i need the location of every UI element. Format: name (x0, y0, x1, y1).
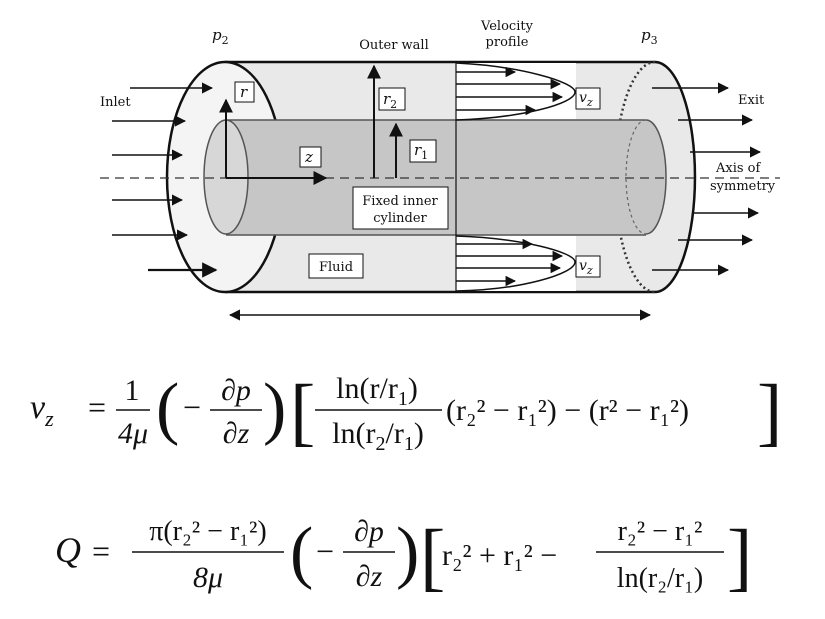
eq1-rparen: ) (263, 370, 286, 447)
eq1-coef-num: 1 (125, 374, 140, 407)
inlet-arrows (112, 82, 218, 278)
exit-arrows (652, 82, 762, 276)
eq1-grad-den: ∂z (223, 417, 250, 450)
p3-label: p3 (641, 26, 658, 47)
top-velocity-profile (455, 62, 576, 121)
velocity-profile-line1: Velocity (480, 19, 534, 34)
eq2-grad-num: ∂p (354, 515, 384, 548)
eq2-equals: = (92, 533, 110, 569)
r-label: r (240, 83, 248, 101)
outer-wall-label: Outer wall (359, 38, 429, 53)
eq2-frac-den: ln(r₂/r₁) (617, 563, 703, 594)
coordinate-axes (219, 98, 328, 185)
eq1-tail: (r₂² − r₁²) − (r² − r₁²) (446, 394, 689, 427)
vz-bottom-label-box (575, 255, 601, 278)
vz-top-label: vz (579, 90, 593, 109)
flow-equation: Q = π(r₂² − r₁²) 8μ ( − ∂p ∂z ) [ r₂² + … (55, 514, 752, 599)
eq2-bracket-terms: r₂² + r₁² − (442, 539, 557, 572)
velocity-profile-line2: profile (486, 35, 529, 50)
eq2-lparen: ( (290, 514, 313, 591)
eq2-frac-num: r₂² − r₁² (618, 516, 703, 547)
fixed-inner-line1: Fixed inner (362, 194, 438, 209)
eq1-lbracket: [ (290, 370, 315, 454)
eq2-coef-num: π(r₂² − r₁²) (149, 516, 267, 547)
inlet-label: Inlet (100, 95, 131, 110)
eq1-grad-minus: − (183, 389, 201, 425)
vz-bottom-label: vz (579, 258, 593, 277)
eq1-rbracket: ] (757, 370, 782, 454)
axis-label-line2: symmetry (710, 179, 776, 194)
exit-label: Exit (738, 93, 765, 108)
fixed-inner-line2: cylinder (373, 211, 427, 226)
eq2-lbracket: [ (420, 515, 445, 599)
r2-label: r2 (383, 90, 397, 111)
eq2-coef-den: 8μ (193, 561, 223, 594)
r1-label: r1 (414, 141, 428, 162)
axis-label-line1: Axis of (715, 161, 762, 176)
r2-label-box (378, 87, 406, 111)
eq2-grad-minus: − (316, 533, 334, 569)
fixed-inner-cylinder-box (352, 186, 449, 230)
fluid-label-box (308, 253, 364, 279)
r-label-box (234, 81, 255, 103)
eq2-lhs: Q (55, 530, 81, 570)
eq1-grad-num: ∂p (221, 374, 251, 407)
eq2-rbracket: ] (727, 515, 752, 599)
p2-label: p2 (212, 26, 229, 47)
eq1-coef-den: 4μ (118, 417, 148, 450)
fluid-label: Fluid (319, 260, 353, 275)
z-label-box (299, 146, 322, 168)
eq2-rparen: ) (396, 514, 419, 591)
velocity-equation: vz = 1 4μ ( − ∂p ∂z ) [ ln(r/r1) ln(r2/r… (30, 370, 782, 455)
z-label: z (304, 148, 313, 166)
eq1-lparen: ( (156, 370, 179, 447)
vz-top-label-box (575, 87, 601, 110)
eq1-frac-den: ln(r2/r1) (332, 417, 424, 455)
eq1-lhs: vz (30, 389, 54, 431)
bottom-velocity-profile (455, 235, 576, 292)
eq1-equals: = (88, 389, 106, 425)
eq1-frac-num: ln(r/r1) (336, 372, 418, 410)
r1-label-box (409, 139, 437, 163)
eq2-grad-den: ∂z (356, 560, 383, 593)
